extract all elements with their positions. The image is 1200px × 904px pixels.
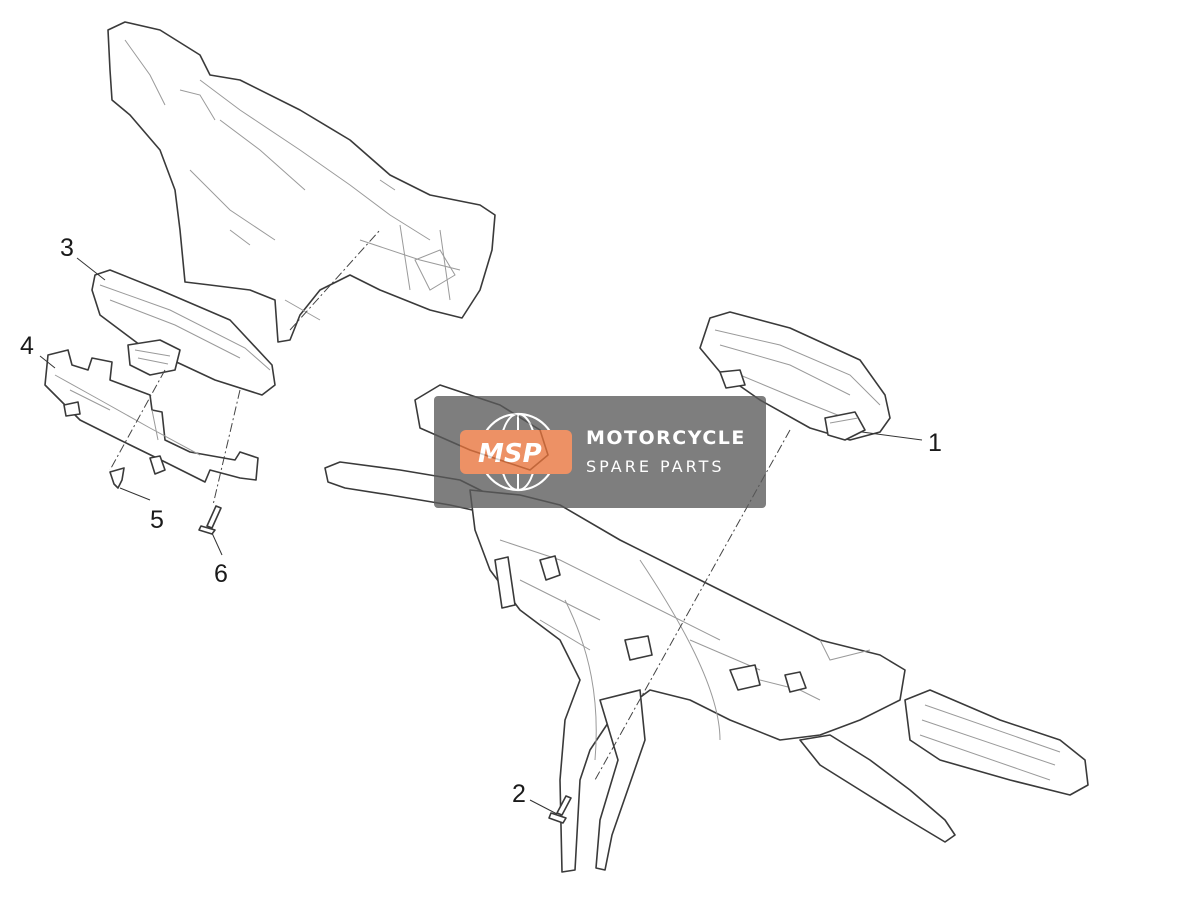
part-2-screw bbox=[548, 795, 572, 824]
watermark: MSP MOTORCYCLE SPARE PARTS bbox=[434, 396, 766, 508]
part-1-instrument-cluster bbox=[699, 311, 891, 441]
part-5-screw bbox=[109, 467, 125, 489]
callout-5: 5 bbox=[150, 506, 164, 534]
watermark-logo-badge bbox=[460, 430, 572, 474]
callout-6: 6 bbox=[214, 560, 228, 588]
part-3-instrument-display bbox=[91, 269, 276, 396]
watermark-subtitle: SPARE PARTS bbox=[586, 457, 725, 476]
watermark-logo-text: MSP bbox=[478, 439, 542, 469]
assembly-lines bbox=[109, 229, 791, 781]
callout-4: 4 bbox=[20, 332, 34, 360]
callout-2: 2 bbox=[512, 780, 526, 808]
callout-1: 1 bbox=[928, 429, 942, 457]
leader-lines bbox=[39, 257, 923, 815]
handlebar-front-cover bbox=[107, 21, 496, 343]
callout-3: 3 bbox=[60, 234, 74, 262]
part-6-screw bbox=[198, 505, 222, 535]
part-4-bracket bbox=[44, 349, 259, 483]
watermark-title: MOTORCYCLE bbox=[586, 427, 746, 449]
